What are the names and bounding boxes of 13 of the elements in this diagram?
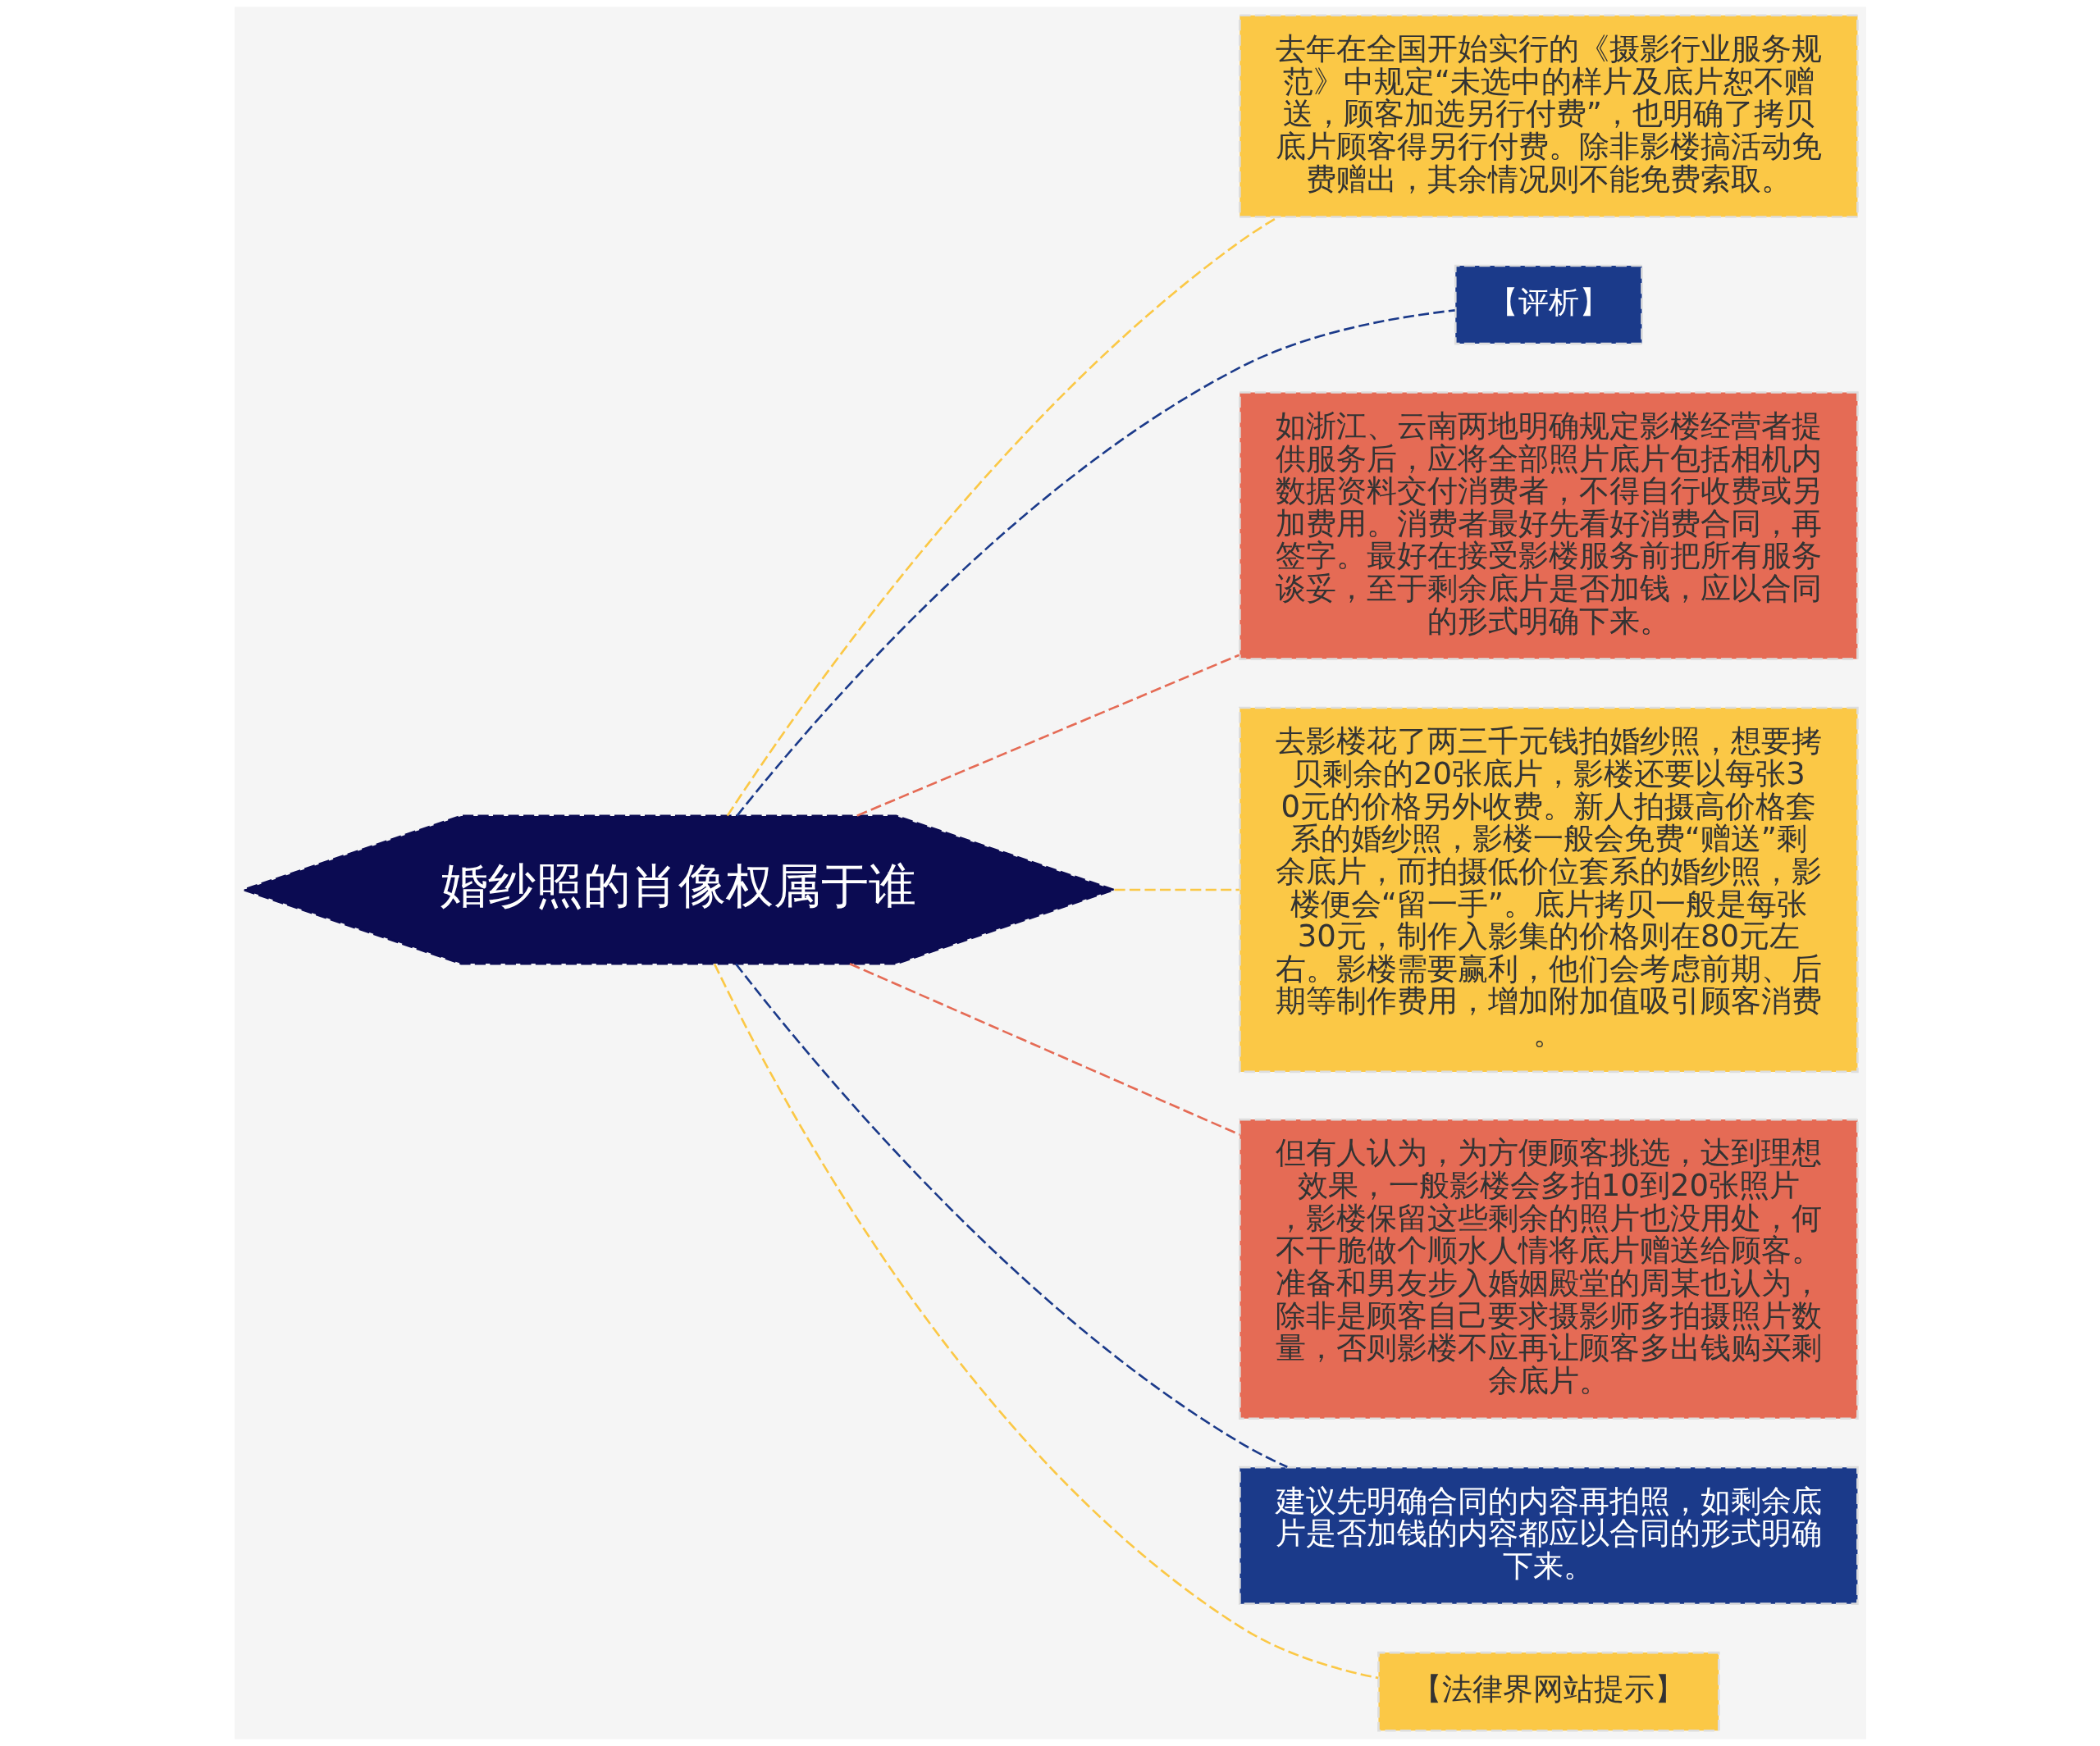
connector bbox=[734, 963, 1288, 1468]
connector bbox=[856, 654, 1239, 817]
connector bbox=[848, 963, 1240, 1136]
node-box: 如浙江、云南两地明确规定影楼经营者提供服务后，应将全部照片底片包括相机内数据资料交付消费者，不得自行收费或另加费用。消费者最好先看好消费合同，再签字。最好在接受影楼服务前把所有服务谈妥，至于剩余底片是否加钱，应以合同的形式明确下来。 bbox=[1238, 391, 1859, 660]
connector bbox=[736, 309, 1455, 817]
connector bbox=[1113, 888, 1239, 891]
node-box: 【法律界网站提示】 bbox=[1376, 1651, 1720, 1732]
node-box: 但有人认为，为方便顾客挑选，达到理想效果，一般影楼会多拍10到20张照片，影楼保留这些剩余的照片也没用处，何不干脆做个顺水人情将底片赠送给顾客。准备和男友步入婚姻殿堂的周某也认为，除非是顾客自己要求摄影师多拍摄照片数量，否则影楼不应再让顾客多出钱购买剩余底片。 bbox=[1238, 1118, 1859, 1420]
node-box: 去影楼花了两三千元钱拍婚纱照，想要拷贝剩余的20张底片，影楼还要以每张30元的价格另外收费。新人拍摄高价格套系的婚纱照，影楼一般会免费“赠送”剩余底片，而拍摄低价位套系的婚纱照，影楼便会“留一手”。底片拷贝一般是每张30元，制作入影集的价格则在80元左右。影楼需要赢利，他们会考虑前期、后期等制作费用，增加附加值吸引顾客消费。 bbox=[1238, 706, 1859, 1074]
node-box: 建议先明确合同的内容再拍照，如剩余底片是否加钱的内容都应以合同的形式明确下来。 bbox=[1238, 1466, 1859, 1605]
connector bbox=[713, 963, 1378, 1680]
node-box: 【评析】 bbox=[1454, 264, 1643, 345]
node-box: 去年在全国开始实行的《摄影行业服务规范》中规定“未选中的样片及底片恕不赠送，顾客加选另行付费”，也明确了拷贝底片顾客得另行付费。除非影楼搞活动免费赠出，其余情况则不能免费索取。 bbox=[1238, 14, 1859, 218]
